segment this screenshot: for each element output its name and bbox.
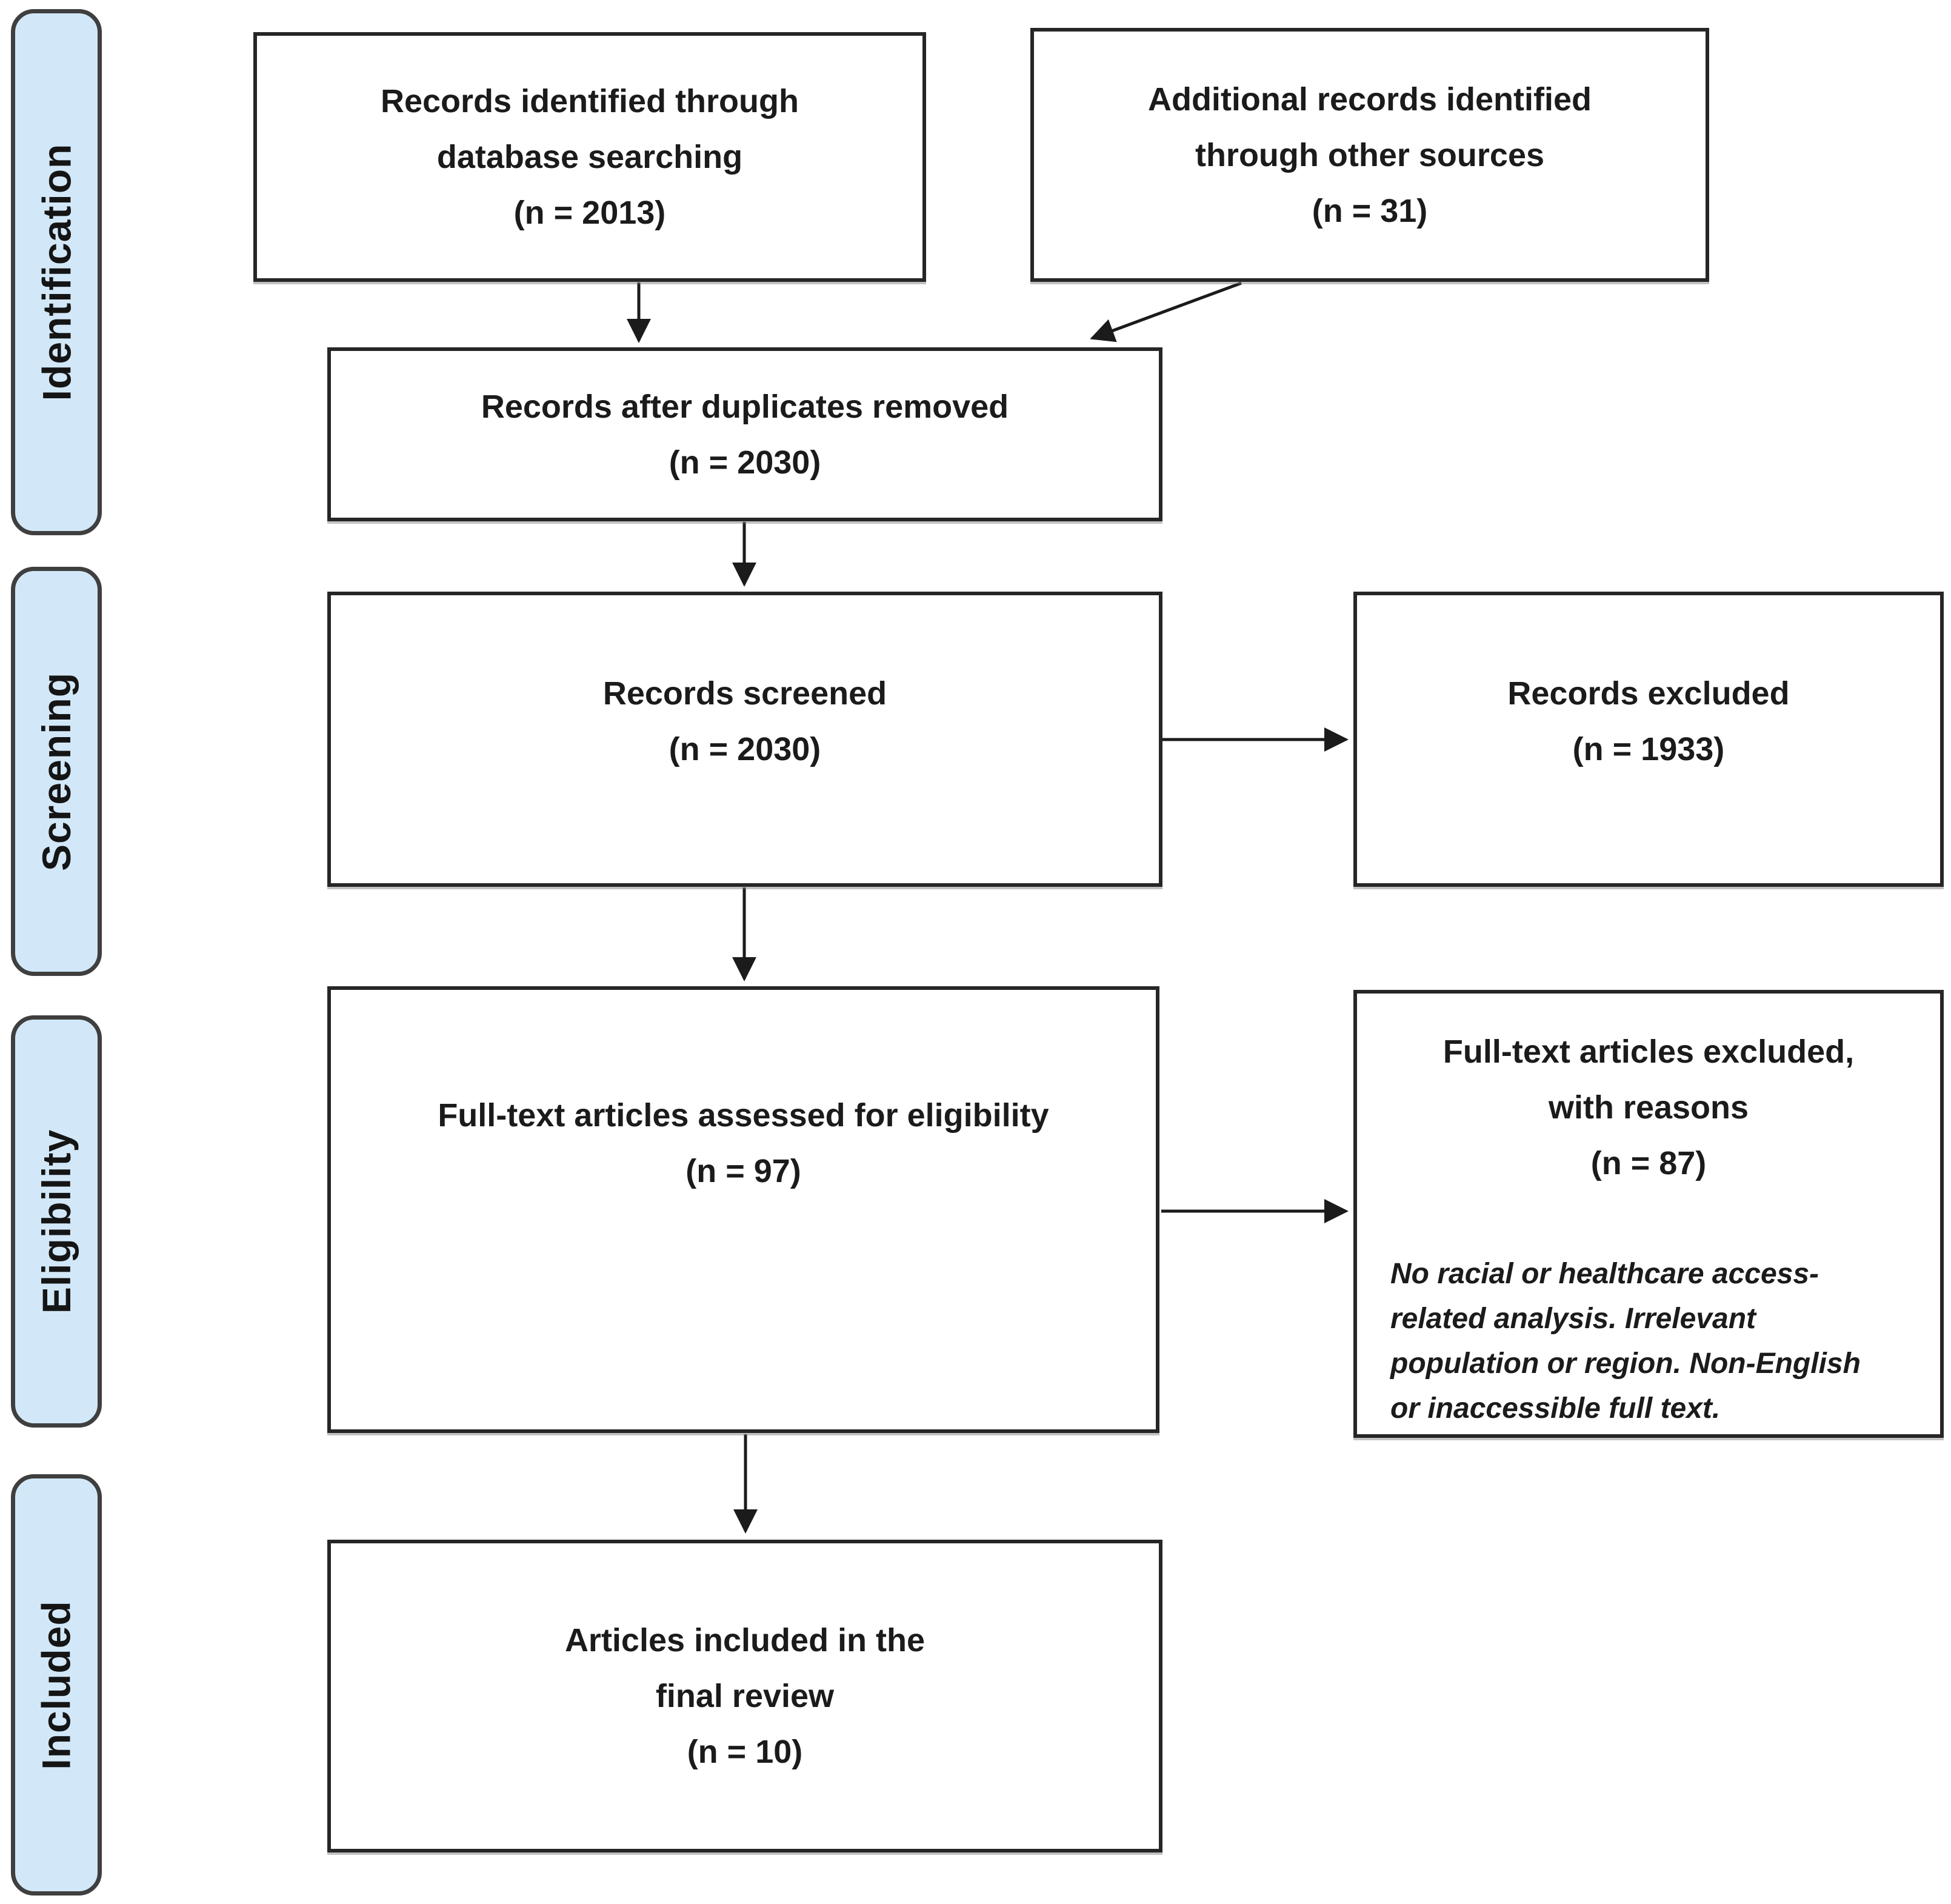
- box-additional-records-text: Additional records identified through ot…: [1147, 81, 1592, 229]
- box-fulltext-excluded-reasons: No racial or healthcare access- related …: [1390, 1258, 1861, 1425]
- box-fulltext-assessed: Full-text articles assessed for eligibil…: [327, 986, 1159, 1433]
- stage-label-included: Included: [11, 1474, 102, 1896]
- box-records-identified: Records identified through database sear…: [253, 32, 926, 282]
- box-fulltext-excluded: Full-text articles excluded, with reason…: [1353, 990, 1944, 1438]
- stage-label-eligibility: Eligibility: [11, 1015, 102, 1428]
- stage-label-screening: Screening: [11, 567, 102, 976]
- stage-label-screening-text: Screening: [34, 672, 79, 871]
- box-duplicates-removed-text: Records after duplicates removed (n = 20…: [481, 388, 1009, 481]
- arrow-additional-to-duplicates: [1090, 281, 1242, 342]
- stage-label-identification: Identification: [11, 9, 102, 535]
- box-records-screened-text: Records screened (n = 2030): [602, 675, 887, 767]
- box-records-excluded-text: Records excluded (n = 1933): [1507, 675, 1790, 767]
- box-records-excluded: Records excluded (n = 1933): [1353, 592, 1944, 887]
- stage-label-identification-text: Identification: [34, 143, 79, 401]
- box-records-screened: Records screened (n = 2030): [327, 592, 1162, 887]
- box-fulltext-assessed-text: Full-text articles assessed for eligibil…: [438, 1097, 1049, 1189]
- box-articles-included-text: Articles included in the final review (n…: [564, 1622, 925, 1770]
- box-duplicates-removed: Records after duplicates removed (n = 20…: [327, 347, 1162, 521]
- box-fulltext-excluded-text: Full-text articles excluded, with reason…: [1442, 1034, 1855, 1181]
- stage-label-eligibility-text: Eligibility: [34, 1129, 79, 1314]
- box-articles-included: Articles included in the final review (n…: [327, 1540, 1162, 1852]
- box-additional-records: Additional records identified through ot…: [1030, 28, 1709, 282]
- stage-label-included-text: Included: [34, 1600, 79, 1770]
- box-records-identified-text: Records identified through database sear…: [380, 83, 799, 231]
